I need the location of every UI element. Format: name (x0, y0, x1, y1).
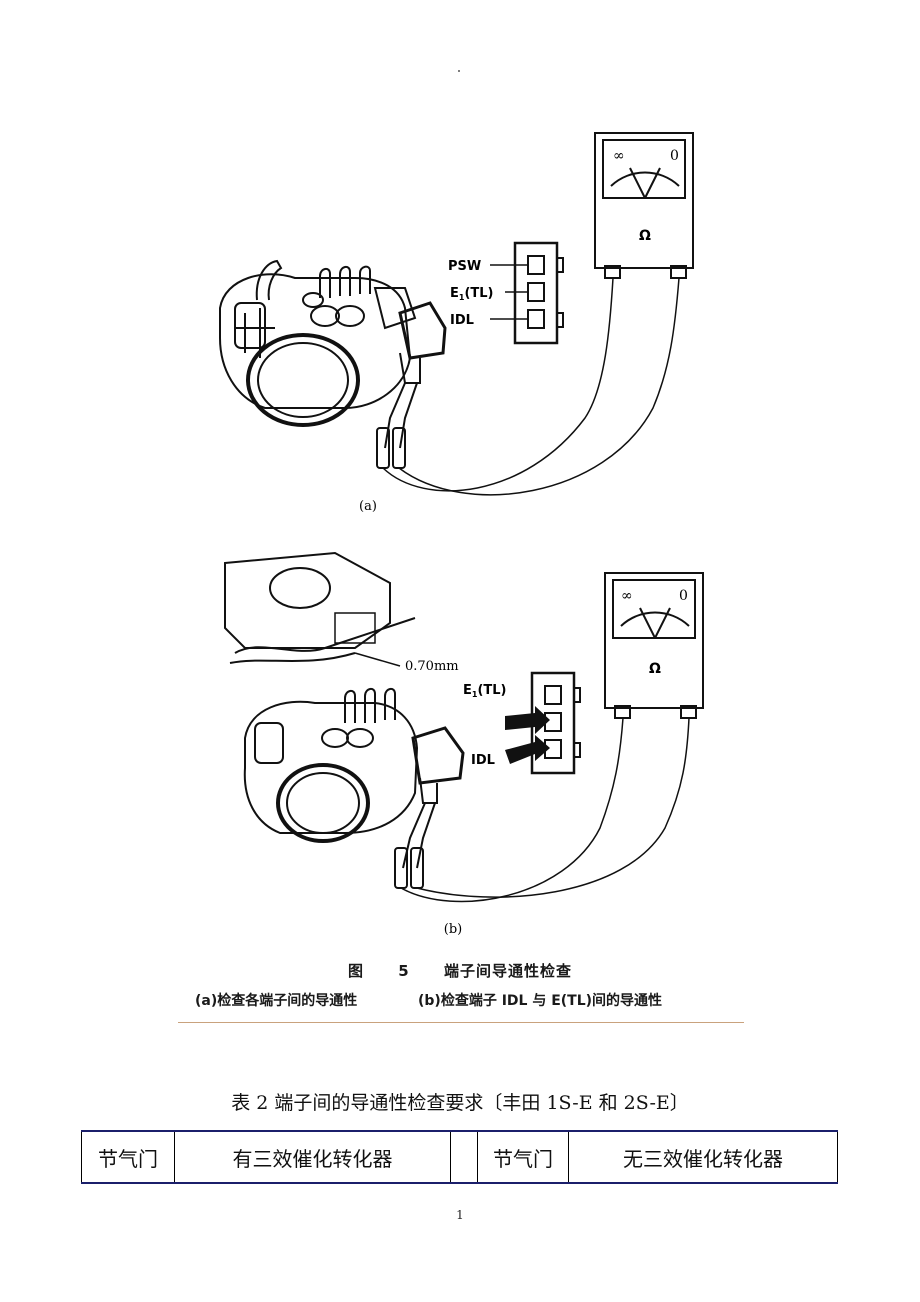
figure-caption-title: 图 5 端子间导通性检查 (0, 960, 920, 981)
meter-right-a: 0 (670, 148, 679, 164)
meter-right-b: 0 (679, 588, 688, 604)
meter-unit-a: Ω (639, 228, 651, 244)
table-cell: 节气门 (81, 1130, 175, 1184)
table-cell: 节气门 (477, 1130, 569, 1184)
meter-unit-b: Ω (649, 661, 661, 677)
page-number: 1 (456, 1208, 464, 1222)
figure-word: 图 (348, 962, 365, 980)
terminal-idl: IDL (450, 313, 474, 328)
figure-a-label: (a) (359, 499, 377, 514)
terminal-e1-b: E1(TL) (463, 683, 507, 699)
continuity-table: 节气门 有三效催化转化器 节气门 无三效催化转化器 (81, 1130, 838, 1184)
terminal-idl-b: IDL (471, 753, 495, 768)
terminal-e1: E1(TL) (450, 286, 494, 302)
figure-a-illustration: Ω ∞ 0 PSW E1(TL) IDL (a) (219, 132, 694, 514)
caption-divider (178, 1022, 744, 1023)
table-cell: 无三效催化转化器 (568, 1130, 838, 1184)
meter-left-a: ∞ (613, 148, 625, 164)
figure-number: 5 (398, 962, 410, 980)
table-cell: 有三效催化转化器 (174, 1130, 451, 1184)
figure-title: 端子间导通性检查 (443, 962, 572, 980)
gap-label: 0.70mm (405, 659, 459, 674)
figure-subcaption-a: (a)检查各端子间的导通性 (195, 993, 358, 1009)
figure-subcaption-b: (b)检查端子 IDL 与 E(TL)间的导通性 (418, 993, 663, 1009)
page-dot (458, 70, 460, 72)
figure-b-illustration: Ω ∞ 0 0.70mm E1(TL) IDL (b) (224, 551, 704, 937)
figure-b-label: (b) (444, 922, 462, 937)
table-row: 节气门 有三效催化转化器 节气门 无三效催化转化器 (81, 1130, 838, 1184)
meter-left-b: ∞ (621, 588, 633, 604)
terminal-psw: PSW (448, 259, 481, 274)
table-title: 表 2 端子间的导通性检查要求〔丰田 1S-E 和 2S-E〕 (231, 1092, 689, 1114)
table-cell (450, 1130, 478, 1184)
